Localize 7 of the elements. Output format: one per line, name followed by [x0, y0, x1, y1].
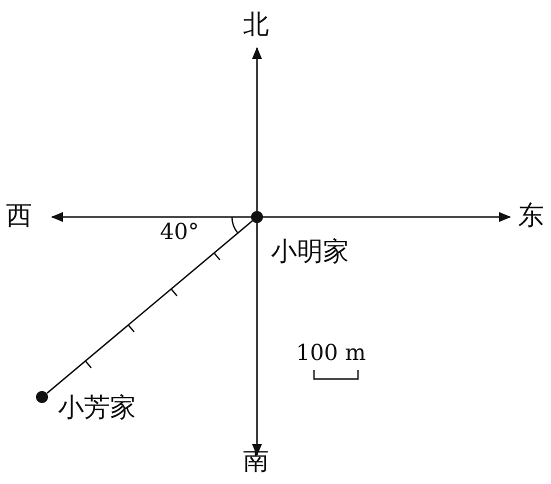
direction-label: 东	[518, 203, 544, 229]
scale-label: 100 m	[296, 343, 366, 365]
place-label: 小明家	[271, 239, 349, 265]
place-label: 小芳家	[58, 394, 136, 421]
direction-label: 西	[6, 203, 32, 229]
angle-label: 40°	[160, 222, 199, 244]
direction-label: 北	[243, 12, 269, 38]
